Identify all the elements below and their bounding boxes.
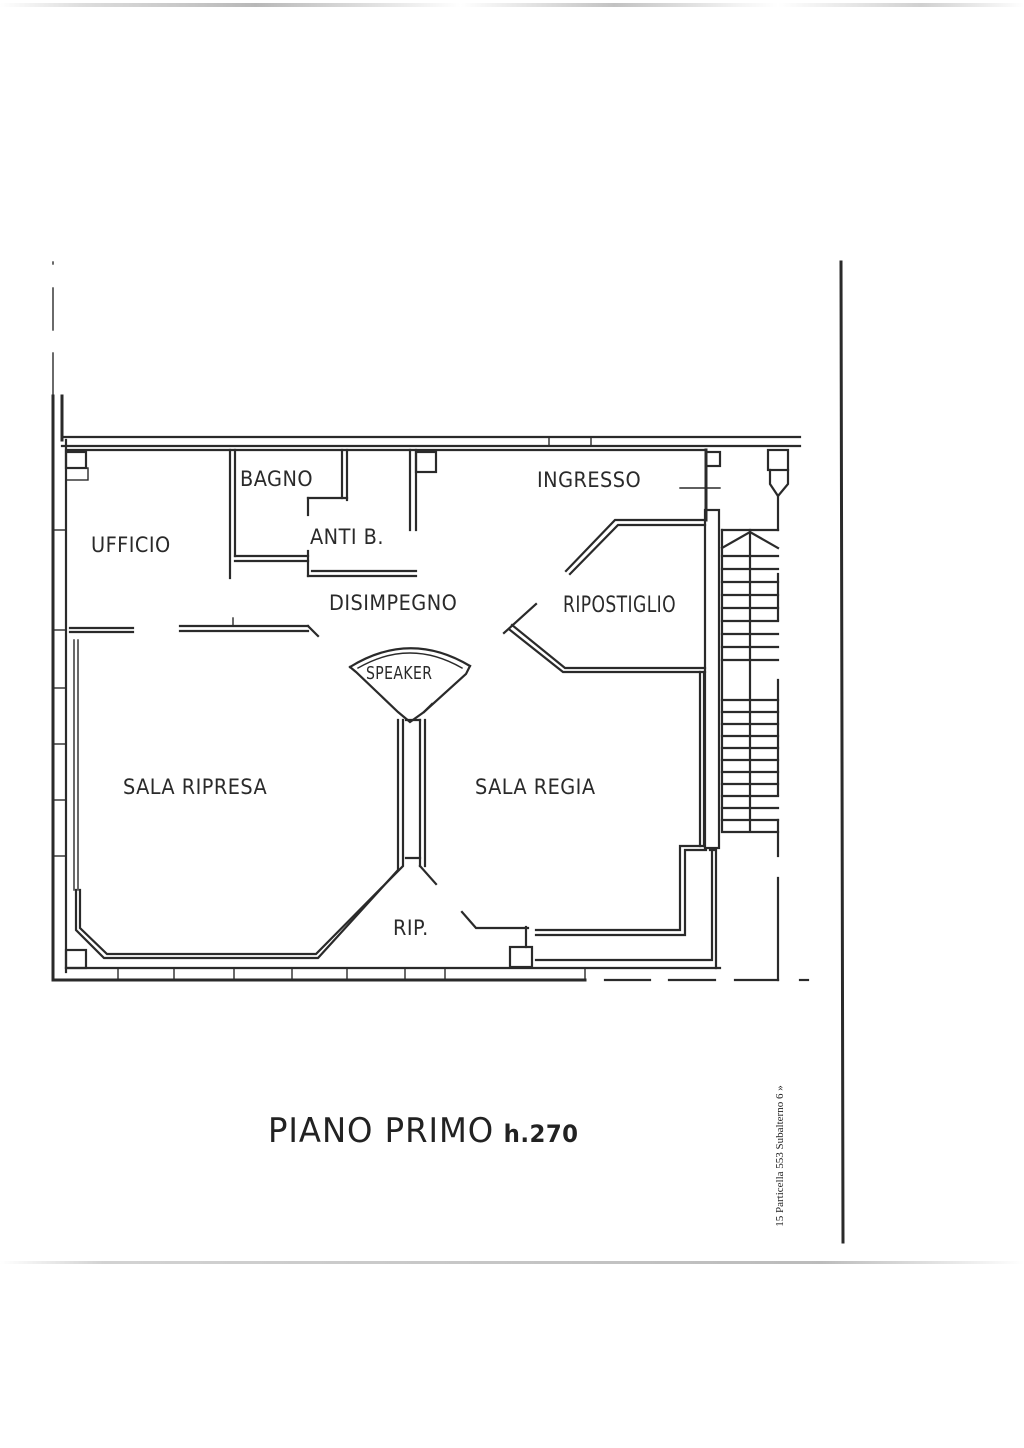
room-label-bagno: BAGNO [240, 467, 314, 491]
office-partition [68, 617, 320, 638]
room-label-ripostiglio: RIPOSTIGLIO [563, 593, 676, 618]
room-label-anti-bagno: ANTI B. [310, 525, 384, 549]
room-label-ufficio: UFFICIO [91, 533, 171, 557]
room-label-sala-regia: SALA REGIA [475, 775, 596, 799]
room-label-disimpegno: DISIMPEGNO [329, 591, 458, 615]
outer-walls [51, 394, 802, 982]
room-label-rip: RIP. [393, 916, 429, 940]
room-label-speaker: SPEAKER [366, 663, 433, 684]
speaker-booth [348, 647, 472, 724]
storage-walls [502, 487, 721, 674]
staircase [703, 448, 790, 850]
floor-name: PIANO PRIMO [268, 1111, 495, 1151]
scan-edge-bottom [0, 1261, 1024, 1264]
exterior-dashed-lines [603, 818, 810, 982]
room-label-ingresso: INGRESSO [537, 468, 642, 492]
room-label-sala-ripresa: SALA RIPRESA [123, 775, 268, 799]
right-margin-line [839, 260, 845, 1244]
recording-room-walls [74, 718, 438, 960]
bathroom-walls [228, 448, 438, 580]
plan-title: PIANO PRIMO h.270 [268, 1111, 579, 1151]
control-room-walls [460, 670, 718, 970]
scan-edge-top [0, 3, 1024, 7]
ceiling-height: h.270 [503, 1120, 579, 1148]
cadastral-reference: 15 Particella 553 Subalterno 6 » [774, 1085, 786, 1227]
